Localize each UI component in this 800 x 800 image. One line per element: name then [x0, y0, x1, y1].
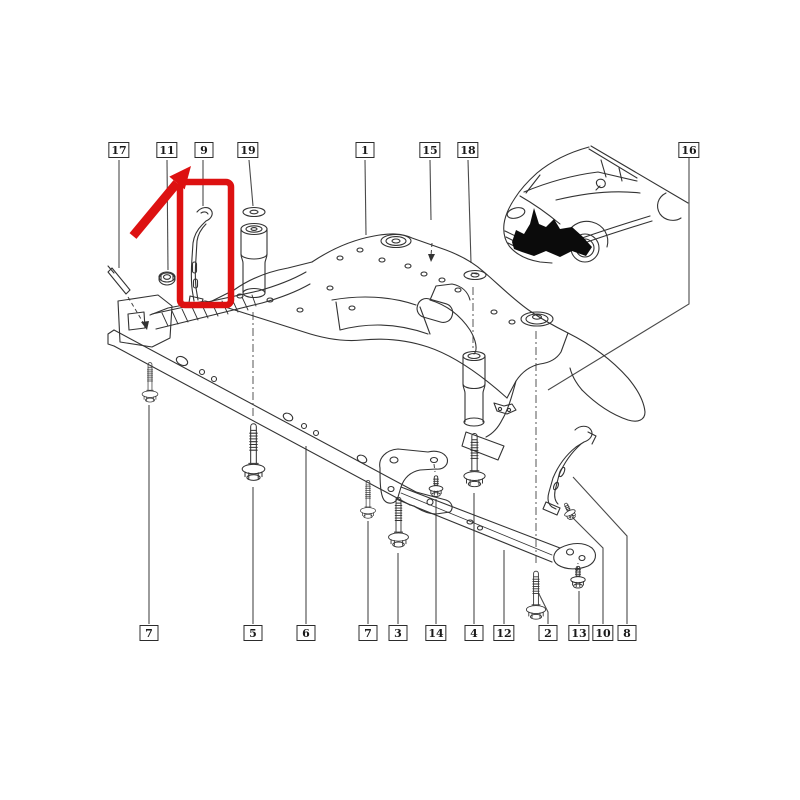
- subframe-holes: [236, 247, 516, 325]
- washer-19: [242, 206, 266, 218]
- stay-bracket-right: [542, 425, 597, 516]
- car-rear-arch: [657, 192, 682, 221]
- leader-lines: [118, 158, 690, 624]
- callout-bottom-6: 6: [296, 625, 316, 641]
- callout-top-1: 1: [355, 142, 375, 158]
- bushing-mount-front: [380, 233, 412, 249]
- highlight-annotation: [129, 166, 235, 309]
- callout-top-19: 19: [237, 142, 259, 158]
- car-headlight: [506, 207, 526, 219]
- tie-bar-assembly: [379, 448, 597, 570]
- subframe-cradle: [117, 233, 646, 461]
- callout-bottom-10: 10: [592, 625, 614, 641]
- nut-part-11: [158, 271, 176, 286]
- callout-bottom-14: 14: [425, 625, 447, 641]
- callout-top-11: 11: [156, 142, 178, 158]
- arrow-tip: [428, 254, 435, 262]
- washer-18: [463, 269, 487, 281]
- car-subframe-shaded-area: [512, 208, 592, 257]
- callout-top-15: 15: [419, 142, 441, 158]
- callout-bottom-13: 13: [568, 625, 590, 641]
- bushing-mount-rear: [520, 311, 554, 327]
- callout-top-18: 18: [457, 142, 479, 158]
- car-thumbnail: [503, 145, 689, 264]
- highlight-rect: [176, 178, 235, 309]
- callout-bottom-7: 7: [139, 625, 159, 641]
- callout-bottom-4: 4: [464, 625, 484, 641]
- callout-top-17: 17: [108, 142, 130, 158]
- callout-bottom-8: 8: [617, 625, 637, 641]
- callout-bottom-12: 12: [493, 625, 515, 641]
- highlight-arrow-shaft: [129, 180, 181, 239]
- callout-top-9: 9: [194, 142, 214, 158]
- callout-bottom-5: 5: [243, 625, 263, 641]
- car-mirror: [595, 178, 606, 191]
- callout-bottom-3: 3: [388, 625, 408, 641]
- mount-tower-left: [240, 206, 268, 299]
- mount-tower-right: [462, 269, 487, 427]
- axis-lines: [127, 242, 579, 572]
- crossmember-bar: [107, 329, 453, 515]
- highlight-arrow-head: [169, 166, 191, 190]
- pin-part-17: [107, 265, 131, 295]
- callout-bottom-2: 2: [538, 625, 558, 641]
- callout-top-16: 16: [678, 142, 700, 158]
- callout-bottom-7: 7: [358, 625, 378, 641]
